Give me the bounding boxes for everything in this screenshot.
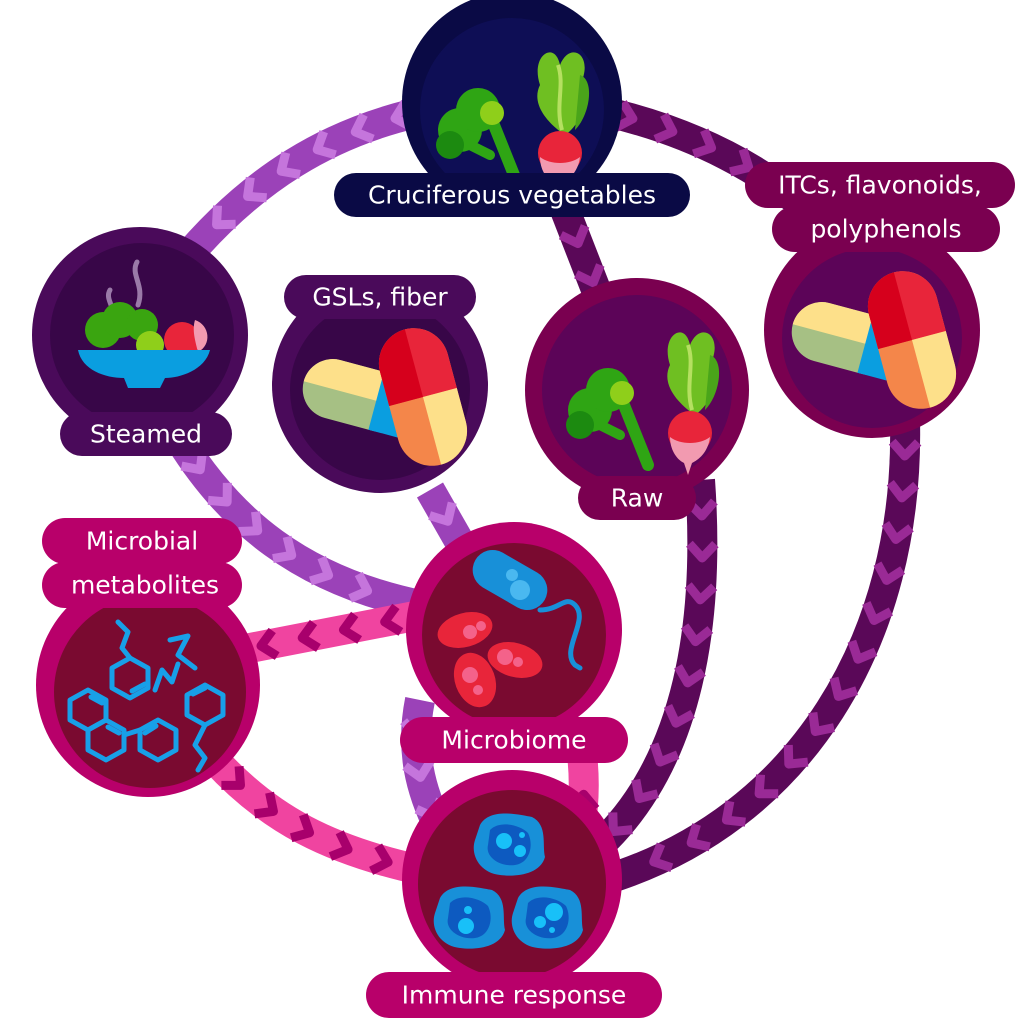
- arrow-chevron: [238, 511, 263, 537]
- pills-icon: [791, 271, 957, 409]
- node-label-line1: ITCs, flavonoids,: [778, 171, 982, 200]
- arrow-chevron: [276, 151, 301, 179]
- arrow-chevrons: [180, 450, 373, 603]
- arrow-chevron: [686, 540, 719, 563]
- arrow-chevron: [808, 711, 835, 736]
- arrow-chevron: [243, 176, 267, 203]
- node-steamed[interactable]: Steamed: [32, 227, 248, 456]
- pills-icon: [302, 328, 468, 466]
- node-label-bg: [745, 162, 1015, 208]
- node-label-bg: [284, 275, 476, 319]
- node-label-bg: [334, 173, 690, 217]
- arrow-chevron: [402, 758, 435, 782]
- node-microbial-metabolites[interactable]: Microbial metabolites: [36, 518, 260, 797]
- arrow-itcs-to-immune: [600, 419, 921, 895]
- node-label-bg: [42, 518, 242, 564]
- node-label: Raw: [611, 484, 664, 513]
- arrow-chevrons: [558, 224, 605, 288]
- arrow-chevron: [574, 263, 605, 288]
- arrow-chevron: [649, 842, 674, 873]
- node-label: Immune response: [402, 981, 627, 1010]
- node-cruciferous-vegetables[interactable]: Cruciferous vegetables: [334, 0, 690, 217]
- arrow-chevron: [297, 619, 321, 652]
- immune-cells-icon: [433, 813, 583, 949]
- arrow-chevron: [862, 601, 893, 625]
- arrow-chevron: [428, 501, 457, 526]
- arrow-chevron: [649, 742, 680, 767]
- node-label: GSLs, fiber: [312, 283, 448, 312]
- arrow-chevron: [684, 582, 718, 605]
- bacteria-icon: [437, 550, 583, 708]
- node-label: Steamed: [90, 420, 202, 449]
- node-raw[interactable]: Raw: [525, 278, 749, 520]
- molecules-icon: [67, 619, 226, 773]
- arrow-chevron: [829, 676, 858, 701]
- node-label-bg: [366, 972, 662, 1018]
- arrow-chevrons: [256, 603, 404, 660]
- arrow-chevron: [328, 830, 353, 861]
- arrow-metabolites-to-immune: [203, 749, 424, 885]
- node-microbiome[interactable]: Microbiome: [400, 522, 628, 763]
- arrow-chevron: [692, 128, 717, 159]
- node-label-line2: metabolites: [71, 571, 219, 600]
- node-immune-response[interactable]: Immune response: [366, 770, 662, 1018]
- arrow-chevron: [608, 812, 633, 837]
- arrow-chevron: [348, 571, 373, 603]
- arrow-chevron: [847, 639, 878, 664]
- arrow-chevron: [729, 147, 754, 177]
- arrow-chevron: [886, 479, 920, 503]
- arrow-chevron: [783, 744, 809, 769]
- arrow-chevron: [380, 603, 404, 636]
- arrow-chevron: [338, 611, 363, 644]
- arrow-chevron: [369, 843, 393, 875]
- arrow-chevron: [309, 555, 334, 586]
- arrow-chevron: [212, 205, 236, 230]
- arrow-chevrons: [221, 766, 393, 875]
- arrow-chevron: [272, 535, 297, 564]
- arrow-chevron: [207, 482, 232, 507]
- arrow-chevron: [888, 438, 922, 461]
- arrow-chevron: [631, 778, 659, 803]
- arrow-chevron: [653, 112, 678, 144]
- arrow-chevron: [180, 450, 208, 475]
- node-label-bg: [60, 412, 232, 456]
- arrow-chevron: [754, 774, 779, 799]
- arrow-chevron: [253, 791, 278, 819]
- arrow-chevron: [721, 800, 746, 827]
- steamed-bowl-icon: [78, 259, 210, 388]
- arrow-chevron: [289, 813, 315, 843]
- arrow-chevron: [881, 520, 914, 544]
- arrow-chevron: [558, 224, 590, 249]
- node-gsls-fiber[interactable]: GSLs, fiber: [272, 275, 488, 493]
- arrow-chevron: [686, 823, 711, 852]
- arrow-chevron: [680, 623, 714, 647]
- node-label-bg: [42, 562, 242, 608]
- node-label-line2: polyphenols: [810, 215, 961, 244]
- arrow-chevron: [312, 130, 337, 160]
- node-label-bg: [578, 476, 696, 520]
- broccoli-radish-icon: [566, 332, 720, 475]
- arrow-chevron: [873, 561, 906, 585]
- arrow-chevron: [613, 100, 638, 132]
- arrow-chevron: [674, 664, 706, 688]
- node-label-line1: Microbial: [86, 527, 198, 556]
- arrow-chevron: [663, 703, 695, 728]
- arrow-chevrons: [649, 438, 922, 873]
- arrow-chevron: [221, 766, 246, 790]
- node-label-bg: [772, 206, 1000, 252]
- arrow-chevron: [350, 112, 375, 144]
- node-label: Cruciferous vegetables: [368, 181, 656, 210]
- node-label-bg: [400, 717, 628, 763]
- arrow-chevron: [256, 627, 280, 660]
- arrow-chevrons: [428, 501, 457, 526]
- node-label: Microbiome: [441, 726, 586, 755]
- node-itcs-flavonoids-polyphenols[interactable]: ITCs, flavonoids, polyphenols: [745, 162, 1015, 438]
